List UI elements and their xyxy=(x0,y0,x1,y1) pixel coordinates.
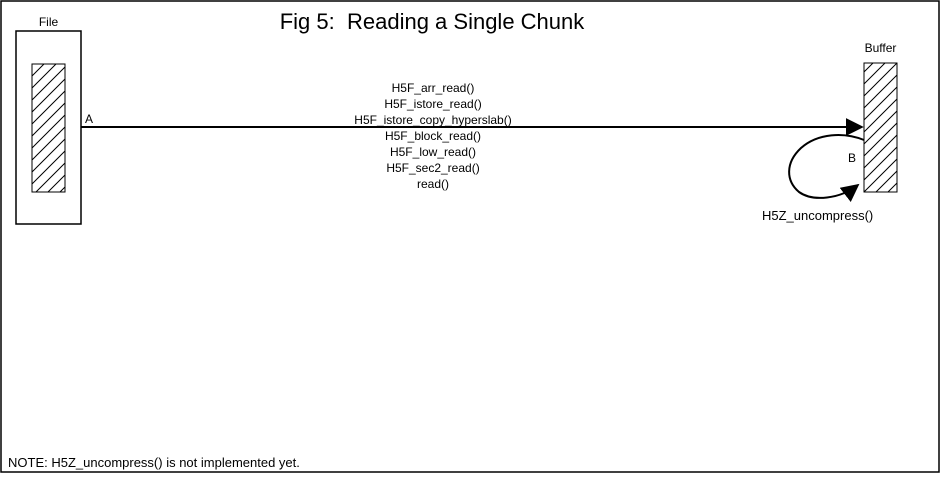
file-label: File xyxy=(38,15,59,29)
note-text: NOTE: H5Z_uncompress() is not implemente… xyxy=(8,455,300,470)
function-name: H5F_sec2_read() xyxy=(386,161,480,175)
buffer-label: Buffer xyxy=(864,41,897,55)
function-name: H5F_arr_read() xyxy=(391,81,475,95)
figure-title: Fig 5: Reading a Single Chunk xyxy=(279,9,585,34)
buffer-hatched-rect xyxy=(863,62,898,193)
function-name: H5F_istore_copy_hyperslab() xyxy=(354,113,512,127)
function-name: H5F_block_read() xyxy=(384,129,482,143)
arrow-a-function-stack: H5F_arr_read() H5F_istore_read() H5F_ist… xyxy=(280,80,586,192)
function-name: H5F_low_read() xyxy=(389,145,477,159)
figure-border xyxy=(0,0,940,473)
arrow-b-label: B xyxy=(848,151,857,165)
function-name: read() xyxy=(416,177,449,191)
arrow-b-loop xyxy=(788,134,865,203)
arrow-a-label: A xyxy=(85,112,94,126)
arrow-b-function-label: H5Z_uncompress() xyxy=(762,208,874,223)
file-chunk-hatched-rect xyxy=(31,63,66,193)
function-name: H5F_istore_read() xyxy=(384,97,482,111)
